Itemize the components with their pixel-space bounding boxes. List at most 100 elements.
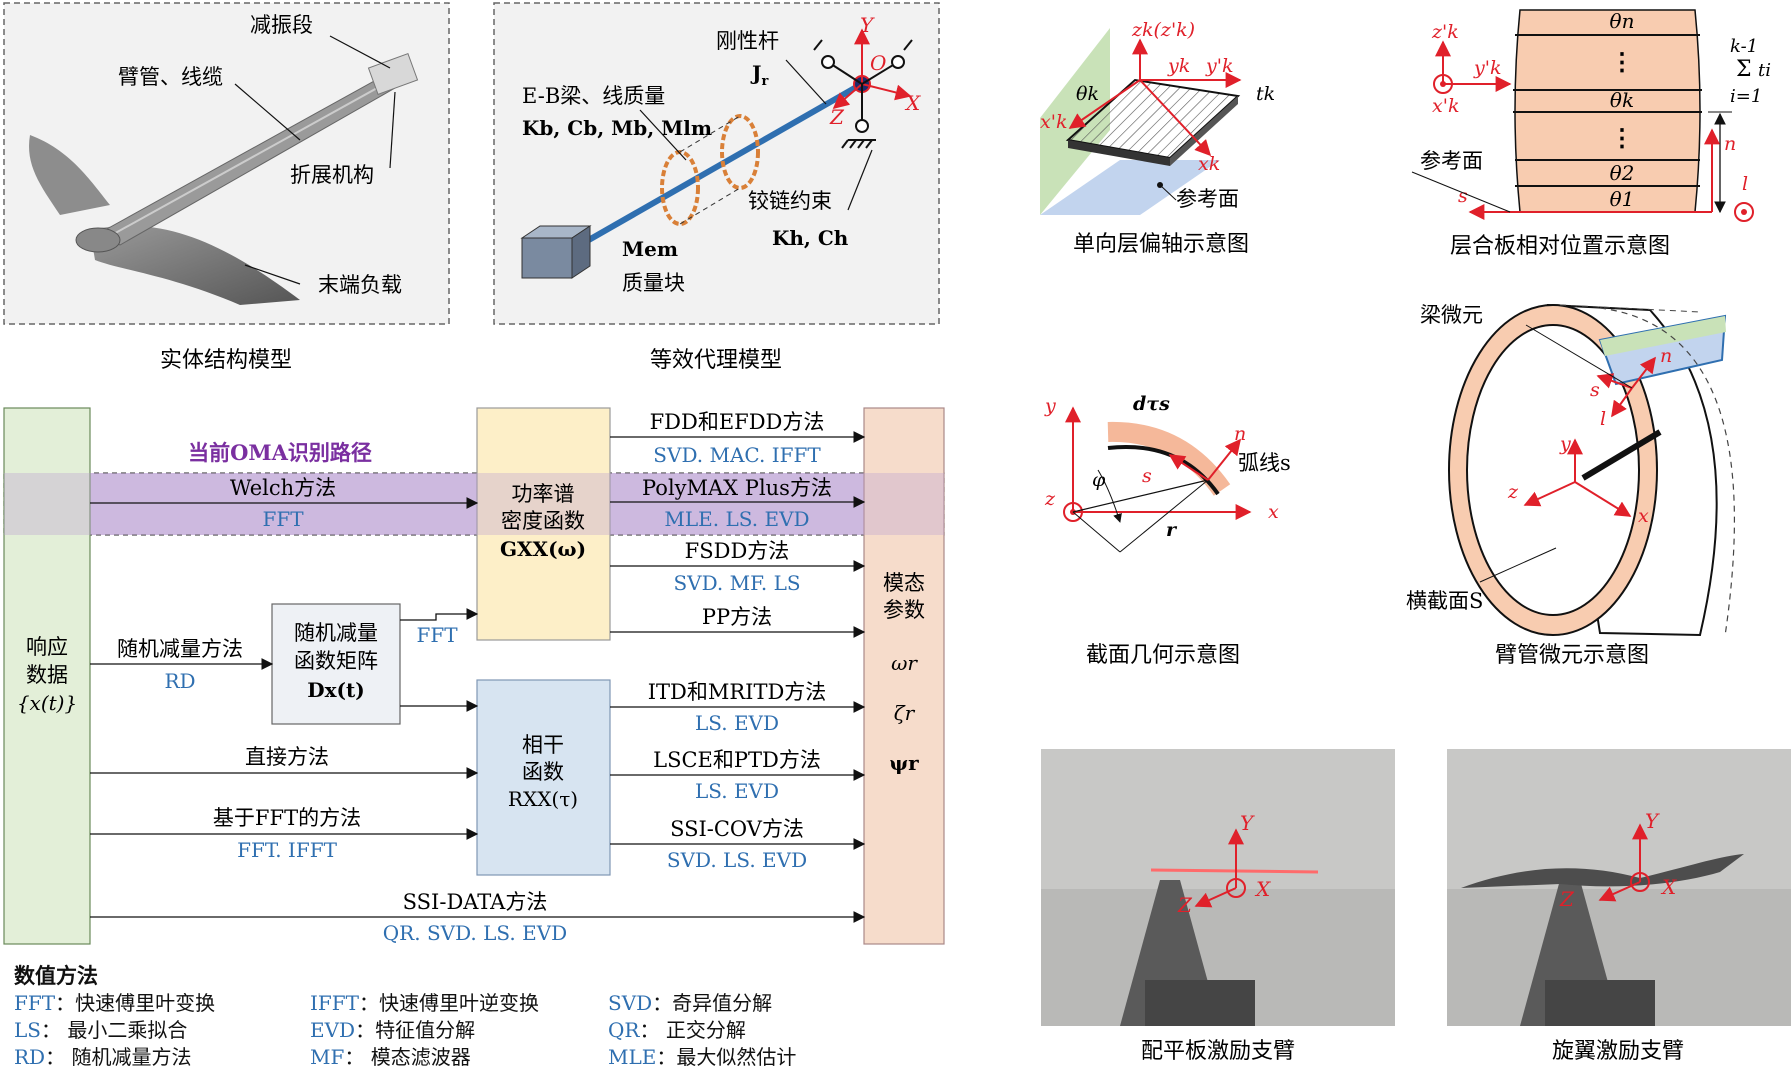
label-ssi-data-sub: QR. SVD. LS. EVD: [383, 921, 567, 945]
label-fft-based-sub: FFT. IFFT: [237, 838, 338, 862]
laminate-label-n: n: [1724, 133, 1736, 155]
caption-photo-rotor: 旋翼激励支臂: [1552, 1039, 1684, 1064]
leader-fold: [389, 91, 396, 169]
label-fdd-sub: SVD. MAC. IFFT: [653, 443, 821, 467]
tube-drawing: [1448, 303, 1735, 637]
photo-plate: [1041, 749, 1395, 1026]
leader-beam: [639, 109, 687, 161]
solid-model-drawing: [29, 53, 419, 305]
photo-plate-y: Y: [1240, 811, 1255, 835]
rd-box-line-3: Dx(t): [307, 678, 364, 702]
corr-line-1: 相干: [522, 733, 564, 757]
layer-theta-k: θk: [1610, 88, 1634, 112]
laminate-label-s: s: [1458, 185, 1468, 207]
layer-dots-2: ⋮: [1610, 123, 1634, 152]
lamina-label-xk: xk: [1198, 153, 1220, 175]
legend-item-ifft: IFFT：快速傅里叶逆变换: [310, 991, 539, 1015]
psd-line-1: 功率谱: [512, 482, 575, 506]
tube-label-s: s: [1590, 379, 1600, 401]
label-fsdd-sub: SVD. MF. LS: [673, 571, 800, 595]
caption-tube: 臂管微元示意图: [1495, 643, 1649, 668]
caption-section: 截面几何示意图: [1086, 643, 1240, 668]
response-line-1: 响应: [26, 635, 68, 659]
tube-label-x: x: [1638, 505, 1649, 527]
photo-rotor-z: Z: [1559, 887, 1575, 911]
caption-solid-model: 实体结构模型: [160, 348, 292, 373]
tube-label-beam: 梁微元: [1420, 303, 1483, 327]
corr-box: [476, 679, 611, 876]
laminate-ref-leader: [1411, 171, 1511, 213]
leader-tube: [234, 83, 301, 141]
lamina-label-z: zk(z'k): [1131, 19, 1195, 41]
tube-label-y: y: [1559, 433, 1571, 455]
label-lsce: LSCE和PTD方法: [653, 748, 821, 772]
tube-axis-n: [1631, 356, 1656, 389]
label-mass-sym: Mem: [622, 237, 678, 261]
photo-rotor-y: Y: [1645, 809, 1660, 833]
modal-psi: ψr: [889, 751, 919, 775]
lamina-label-yk2: y'k: [1205, 55, 1233, 77]
label-fft-arrow: FFT: [416, 623, 458, 647]
legend-title: 数值方法: [14, 963, 98, 988]
label-polymax-sub: MLE. LS. EVD: [664, 507, 809, 531]
caption-laminate: 层合板相对位置示意图: [1450, 234, 1670, 259]
lamina-ref-leader: [1159, 184, 1177, 201]
caption-photo-plate: 配平板激励支臂: [1141, 1039, 1295, 1064]
label-ssi-data: SSI-DATA方法: [403, 890, 548, 914]
section-band: [1107, 421, 1231, 496]
psd-box: [476, 407, 611, 641]
lamina-plate-side: [1068, 140, 1170, 166]
modal-line-2: 参数: [883, 598, 925, 622]
label-hinge: 铰链约束: [748, 189, 832, 213]
layer-dots-1: ⋮: [1610, 47, 1634, 76]
caption-lamina: 单向层偏轴示意图: [1073, 232, 1249, 257]
rd-box-line-2: 函数矩阵: [294, 649, 378, 673]
mass-block: [520, 225, 592, 279]
axis-z-proxy: [832, 83, 863, 110]
legend-item-mle: MLE：最大似然估计: [608, 1045, 797, 1069]
response-line-3: {x(t)}: [17, 691, 77, 715]
section-label-r: r: [1166, 519, 1178, 541]
layer-theta-2: θ2: [1610, 161, 1635, 185]
laminate-label-ref: 参考面: [1420, 149, 1483, 173]
label-ssicov: SSI-COV方法: [670, 817, 804, 841]
corr-line-2: 函数: [522, 760, 564, 784]
label-fold: 折展机构: [290, 163, 374, 187]
section-origin: [1063, 502, 1083, 522]
corr-line-3: RXX(τ): [508, 787, 578, 811]
label-lsce-sub: LS. EVD: [695, 779, 779, 803]
label-polymax: PolyMAX Plus方法: [642, 476, 832, 500]
legend-item-qr: QR： 正交分解: [608, 1018, 746, 1042]
axis-label-z: Z: [829, 105, 845, 129]
laminate-stack: [1513, 9, 1702, 213]
oma-path-label: 当前OMA识别路径: [188, 440, 372, 465]
label-beam: E-B梁、线质量: [522, 84, 665, 108]
label-rigid-rod-sym: Jr: [750, 61, 768, 89]
oma-path-band: [3, 472, 945, 536]
lamina-plate-edge: [1170, 96, 1238, 166]
axis-label-y: Y: [860, 13, 875, 37]
label-welch: Welch方法: [230, 476, 336, 500]
lamina-label-yk: yk: [1167, 55, 1190, 77]
laminate-sum-var: ti: [1758, 60, 1771, 81]
modal-line-1: 模态: [883, 571, 925, 595]
psd-line-2: 密度函数: [501, 509, 585, 533]
legend-item-mf: MF： 模态滤波器: [310, 1045, 471, 1069]
leader-damping: [329, 35, 391, 69]
caption-proxy-model: 等效代理模型: [650, 348, 782, 373]
hinge-supports: [813, 39, 913, 149]
lamina-axis-x2: [1068, 79, 1141, 129]
section-label-x: x: [1268, 501, 1279, 523]
section-r-line: [1119, 479, 1209, 553]
legend-item-fft: FFT：快速傅里叶变换: [14, 991, 216, 1015]
beam-ring-2: [720, 114, 760, 190]
label-rigid-rod: 刚性杆: [716, 29, 779, 53]
section-label-z: z: [1044, 488, 1056, 510]
legend: 数值方法 FFT：快速傅里叶变换 IFFT：快速傅里叶逆变换 SVD：奇异值分解…: [14, 960, 874, 1075]
tube-label-cross: 横截面S: [1406, 589, 1483, 613]
label-hinge-params: Kh, Ch: [772, 226, 849, 250]
section-label-y: y: [1044, 395, 1056, 417]
tube-beam-leader: [1525, 324, 1633, 389]
label-itd-sub: LS. EVD: [695, 711, 779, 735]
tube-axis-z: [1523, 481, 1576, 507]
